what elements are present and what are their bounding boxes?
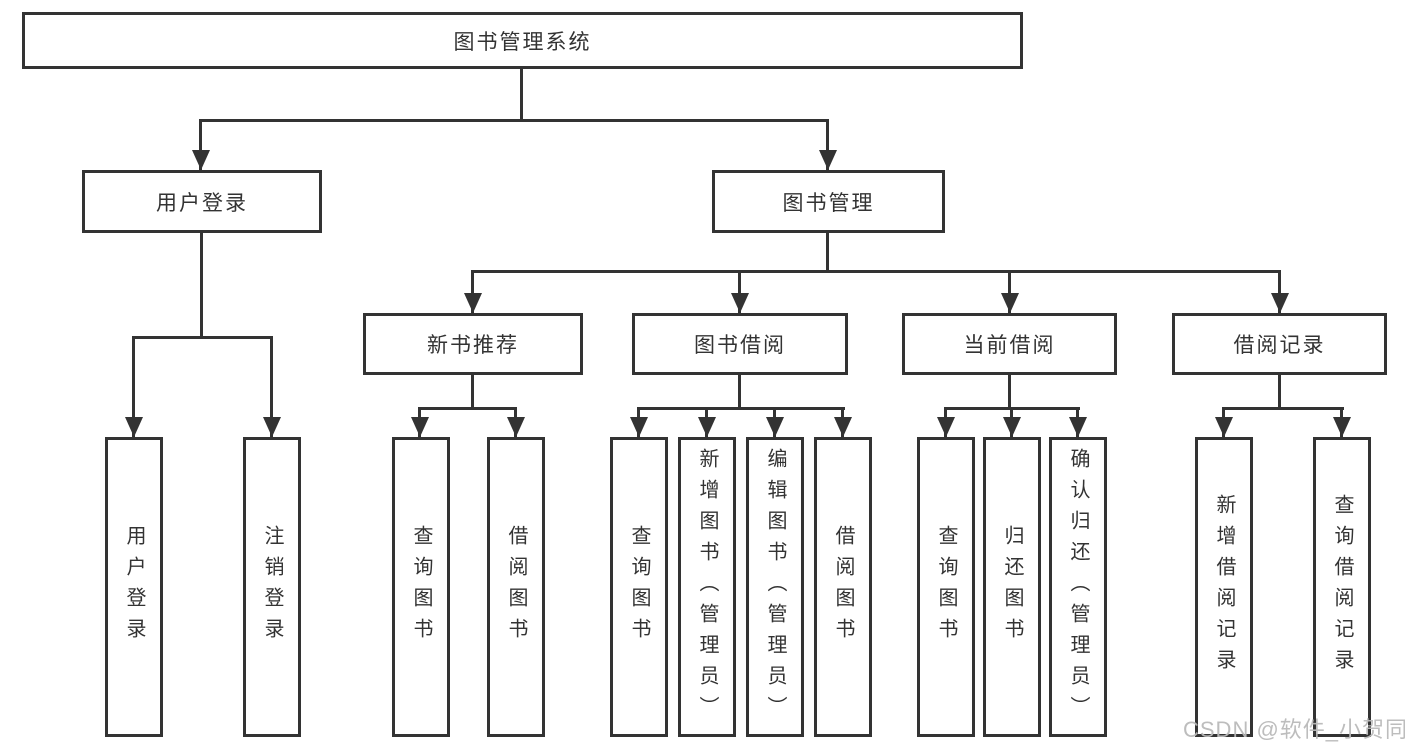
leaf-records-add-record: 新增借阅记录 bbox=[1195, 437, 1253, 737]
connector-line bbox=[270, 336, 273, 437]
connector-line bbox=[1278, 270, 1281, 313]
node-user-login: 用户登录 bbox=[82, 170, 322, 233]
connector-line bbox=[418, 407, 517, 410]
leaf-label: 查询借阅记录 bbox=[1331, 494, 1353, 680]
node-label: 用户登录 bbox=[156, 191, 248, 215]
connector-line bbox=[826, 233, 829, 270]
arrow-down bbox=[1271, 293, 1289, 313]
arrow-down bbox=[411, 417, 429, 437]
connector-line bbox=[471, 270, 474, 313]
arrow-down bbox=[819, 150, 837, 170]
leaf-label: 注销登录 bbox=[261, 525, 283, 649]
connector-line bbox=[738, 375, 741, 407]
leaf-label: 归还图书 bbox=[1001, 525, 1023, 649]
leaf-current-confirm-return-admin: 确认归还（管理员） bbox=[1049, 437, 1107, 737]
leaf-label: 借阅图书 bbox=[505, 525, 527, 649]
arrow-down bbox=[125, 417, 143, 437]
connector-line bbox=[1278, 375, 1281, 407]
connector-line bbox=[1008, 375, 1011, 407]
arrow-down bbox=[1001, 293, 1019, 313]
connector-line bbox=[132, 336, 272, 339]
leaf-current-return-books: 归还图书 bbox=[983, 437, 1041, 737]
arrow-down bbox=[1069, 417, 1087, 437]
leaf-logout: 注销登录 bbox=[243, 437, 301, 737]
leaf-current-query-books: 查询图书 bbox=[917, 437, 975, 737]
arrow-down bbox=[698, 417, 716, 437]
connector-line bbox=[826, 119, 829, 170]
node-label: 图书管理 bbox=[782, 191, 875, 215]
node-book-management: 图书管理 bbox=[712, 170, 945, 233]
leaf-recommend-query-books: 查询图书 bbox=[392, 437, 450, 737]
leaf-label: 确认归还（管理员） bbox=[1067, 447, 1089, 727]
arrow-down bbox=[766, 417, 784, 437]
connector-line bbox=[1222, 407, 1344, 410]
leaf-label: 编辑图书（管理员） bbox=[764, 447, 786, 727]
leaf-label: 新增图书（管理员） bbox=[696, 447, 718, 727]
leaf-label: 用户登录 bbox=[123, 525, 145, 649]
leaf-borrowing-borrow-books: 借阅图书 bbox=[814, 437, 872, 737]
leaf-borrowing-query-books: 查询图书 bbox=[610, 437, 668, 737]
arrow-down bbox=[263, 417, 281, 437]
node-label: 新书推荐 bbox=[427, 334, 519, 357]
connector-line bbox=[1008, 270, 1011, 313]
node-label: 当前借阅 bbox=[963, 334, 1056, 357]
node-label: 借阅记录 bbox=[1233, 334, 1326, 357]
connector-line bbox=[637, 407, 845, 410]
connector-line bbox=[132, 336, 135, 437]
arrow-down bbox=[937, 417, 955, 437]
node-label: 图书借阅 bbox=[694, 334, 786, 357]
leaf-label: 新增借阅记录 bbox=[1213, 494, 1235, 680]
leaf-records-query-record: 查询借阅记录 bbox=[1313, 437, 1371, 737]
arrow-down bbox=[630, 417, 648, 437]
node-library-system: 图书管理系统 bbox=[22, 12, 1023, 69]
watermark: CSDN @软件_小贺同学 bbox=[1183, 717, 1405, 742]
node-book-borrowing: 图书借阅 bbox=[632, 313, 848, 375]
node-new-book-recommend: 新书推荐 bbox=[363, 313, 583, 375]
connector-line bbox=[199, 119, 202, 170]
arrow-down bbox=[1003, 417, 1021, 437]
connector-line bbox=[520, 69, 523, 119]
arrow-down bbox=[507, 417, 525, 437]
leaf-borrowing-edit-books-admin: 编辑图书（管理员） bbox=[746, 437, 804, 737]
leaf-label: 查询图书 bbox=[935, 525, 957, 649]
connector-line bbox=[200, 233, 203, 336]
leaf-label: 查询图书 bbox=[628, 525, 650, 649]
leaf-user-login: 用户登录 bbox=[105, 437, 163, 737]
arrow-down bbox=[464, 293, 482, 313]
leaf-recommend-borrow-books: 借阅图书 bbox=[487, 437, 545, 737]
node-borrowing-records: 借阅记录 bbox=[1172, 313, 1387, 375]
connector-line bbox=[471, 375, 474, 407]
leaf-borrowing-add-books-admin: 新增图书（管理员） bbox=[678, 437, 736, 737]
leaf-label: 借阅图书 bbox=[832, 525, 854, 649]
connector-line bbox=[738, 270, 741, 313]
connector-line bbox=[471, 270, 1281, 273]
arrow-down bbox=[1215, 417, 1233, 437]
connector-line bbox=[199, 119, 829, 122]
node-current-borrowing: 当前借阅 bbox=[902, 313, 1117, 375]
arrow-down bbox=[834, 417, 852, 437]
arrow-down bbox=[1333, 417, 1351, 437]
leaf-label: 查询图书 bbox=[410, 525, 432, 649]
arrow-down bbox=[731, 293, 749, 313]
arrow-down bbox=[192, 150, 210, 170]
node-label: 图书管理系统 bbox=[453, 30, 592, 54]
